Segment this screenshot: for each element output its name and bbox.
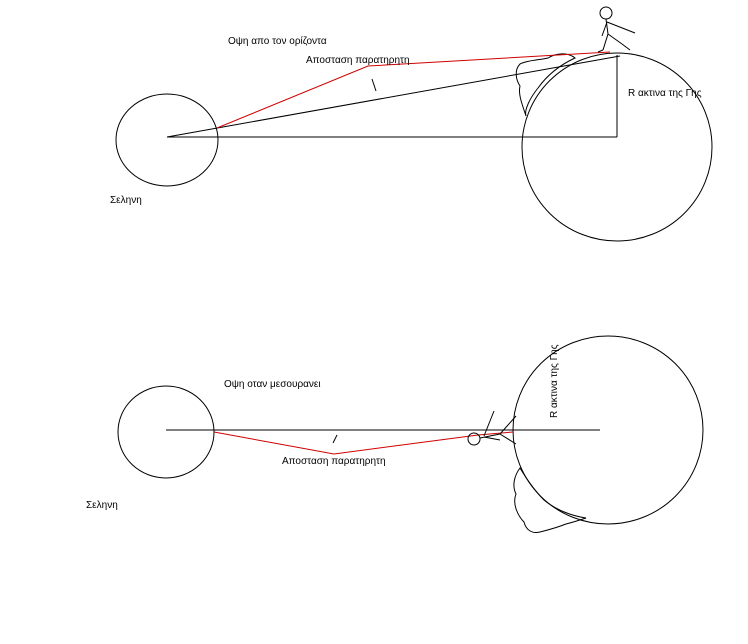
bottom-view-title: Οψη οταν μεσουρανει: [224, 379, 321, 390]
bottom-observer-arm-down: [483, 436, 501, 441]
top-observer-leg-left: [602, 33, 609, 51]
top-observer-foot-left: [597, 49, 604, 53]
bottom-radius-label: R ακτινα της Γης: [549, 344, 560, 418]
bottom-moon-label: Σεληνη: [86, 500, 118, 511]
top-observer-arm-left: [601, 21, 608, 37]
bottom-view: Οψη οταν μεσουρανει Σεληνη R ακτινα της …: [86, 335, 704, 533]
bottom-observer-figure: [467, 410, 517, 446]
bottom-distance-label: Αποσταση παρατηρητη: [282, 456, 386, 467]
top-moon-label: Σεληνη: [110, 195, 142, 206]
bottom-distance-pointer: [332, 434, 338, 444]
top-earth-circle: [521, 52, 713, 242]
top-view: Οψη απο τον ορίζοντα Σεληνη R ακτινα της…: [110, 6, 713, 242]
top-observer-arm-right: [606, 21, 636, 34]
bottom-observer-leg-up: [499, 415, 517, 435]
top-observer-foot-right: [621, 43, 631, 51]
top-coastline: [515, 53, 576, 117]
top-radius-label: R ακτινα της Γης: [628, 88, 702, 99]
top-distance-label: Αποσταση παρατηρητη: [306, 55, 410, 66]
top-observer-distance-line: [216, 51, 611, 129]
bottom-observer-body: [479, 433, 501, 439]
bottom-coastline: [513, 467, 587, 533]
bottom-observer-distance-line: [213, 431, 514, 455]
top-hypotenuse: [166, 55, 621, 138]
bottom-observer-arm-up: [483, 410, 495, 437]
top-moon-circle: [115, 93, 219, 187]
top-observer-head: [599, 6, 613, 20]
bottom-observer-leg-down: [499, 433, 517, 445]
bottom-observer-head: [467, 432, 481, 446]
top-observer-figure: [597, 6, 636, 53]
top-view-title: Οψη απο τον ορίζοντα: [228, 35, 327, 47]
bottom-moon-circle: [117, 385, 215, 479]
top-observer-body: [605, 18, 609, 35]
top-observer-leg-right: [607, 33, 623, 45]
top-distance-pointer: [371, 78, 377, 92]
